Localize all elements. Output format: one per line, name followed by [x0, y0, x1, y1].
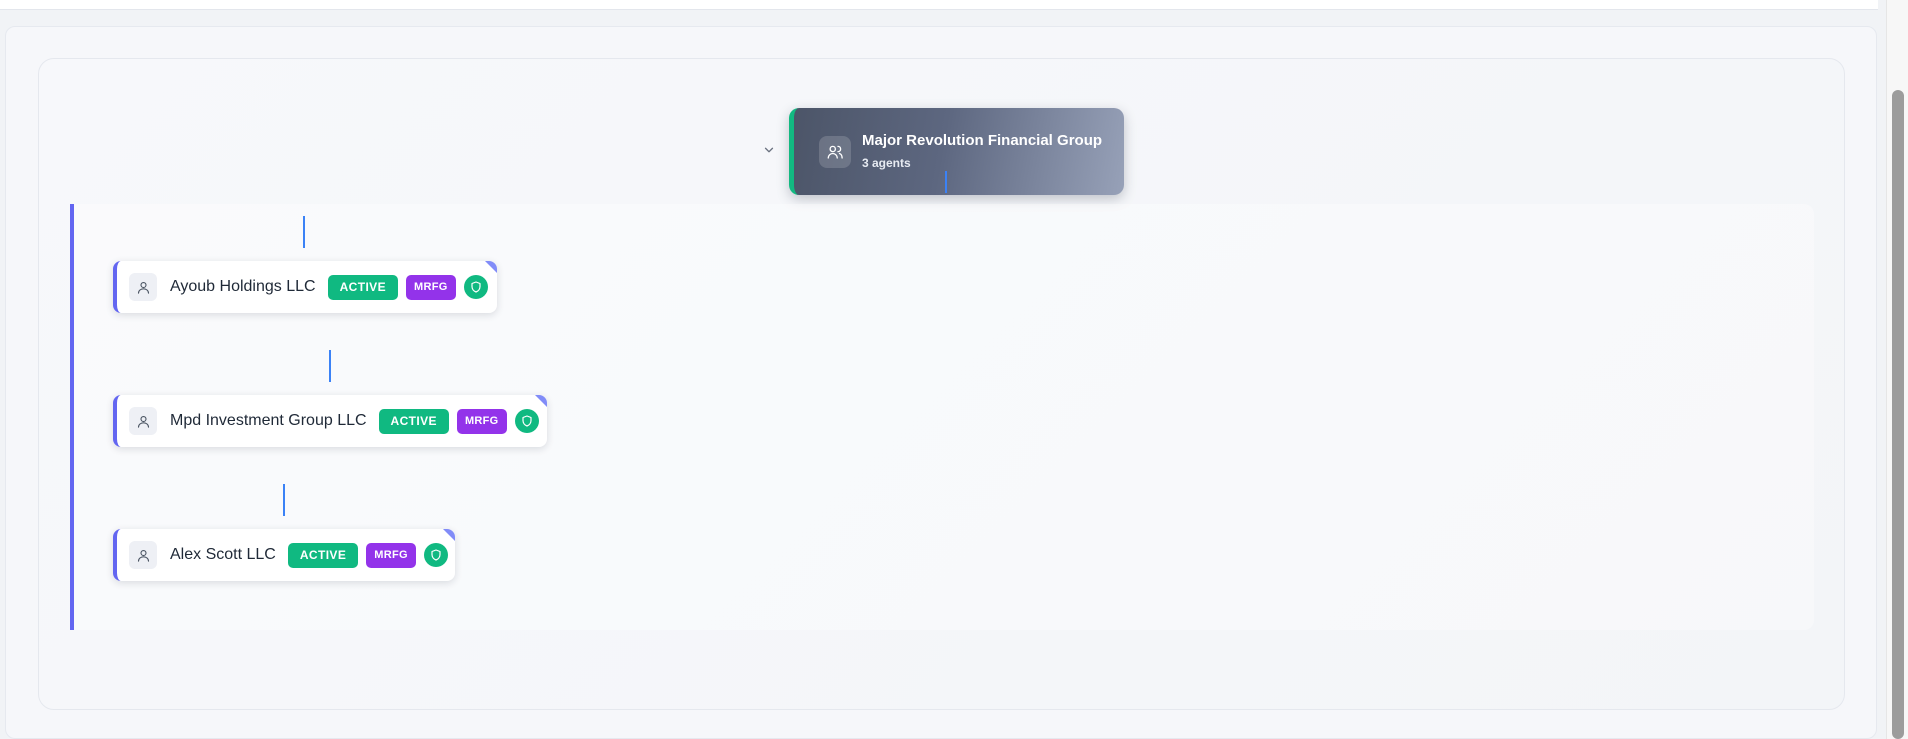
org-badge: MRFG: [366, 542, 416, 568]
users-icon: [819, 136, 851, 168]
org-badge: MRFG: [405, 274, 456, 300]
user-icon: [129, 273, 157, 301]
shield-icon[interactable]: [514, 409, 539, 433]
agent-card[interactable]: Mpd Investment Group LLC ACTIVE MRFG: [113, 395, 547, 447]
connector-line: [329, 350, 331, 382]
collapse-toggle[interactable]: [760, 141, 778, 159]
status-badge: ACTIVE: [327, 274, 398, 300]
status-badge: ACTIVE: [378, 408, 449, 434]
group-agent-count: 3 agents: [862, 156, 911, 170]
connector-line: [283, 484, 285, 516]
scrollbar-thumb[interactable]: [1892, 90, 1904, 739]
shield-icon[interactable]: [423, 543, 448, 567]
user-icon: [129, 541, 157, 569]
org-badge: MRFG: [456, 408, 507, 434]
connector-line: [303, 216, 305, 248]
card-corner-marker: [443, 529, 455, 541]
user-icon: [129, 407, 157, 435]
shield-icon[interactable]: [463, 275, 488, 299]
group-node[interactable]: Major Revolution Financial Group 3 agent…: [789, 108, 1124, 195]
chevron-down-icon: [764, 147, 774, 153]
card-corner-marker: [485, 261, 497, 273]
group-name: Major Revolution Financial Group: [862, 132, 1103, 149]
top-bar: [0, 0, 1878, 10]
group-connector-line: [945, 171, 947, 193]
agent-name: Alex Scott LLC: [170, 546, 276, 563]
agent-card[interactable]: Ayoub Holdings LLC ACTIVE MRFG: [113, 261, 497, 313]
card-corner-marker: [535, 395, 547, 407]
vertical-scrollbar[interactable]: [1886, 0, 1908, 739]
status-badge: ACTIVE: [287, 542, 359, 568]
agent-name: Mpd Investment Group LLC: [170, 412, 367, 429]
agent-name: Ayoub Holdings LLC: [170, 278, 316, 295]
agent-card[interactable]: Alex Scott LLC ACTIVE MRFG: [113, 529, 455, 581]
